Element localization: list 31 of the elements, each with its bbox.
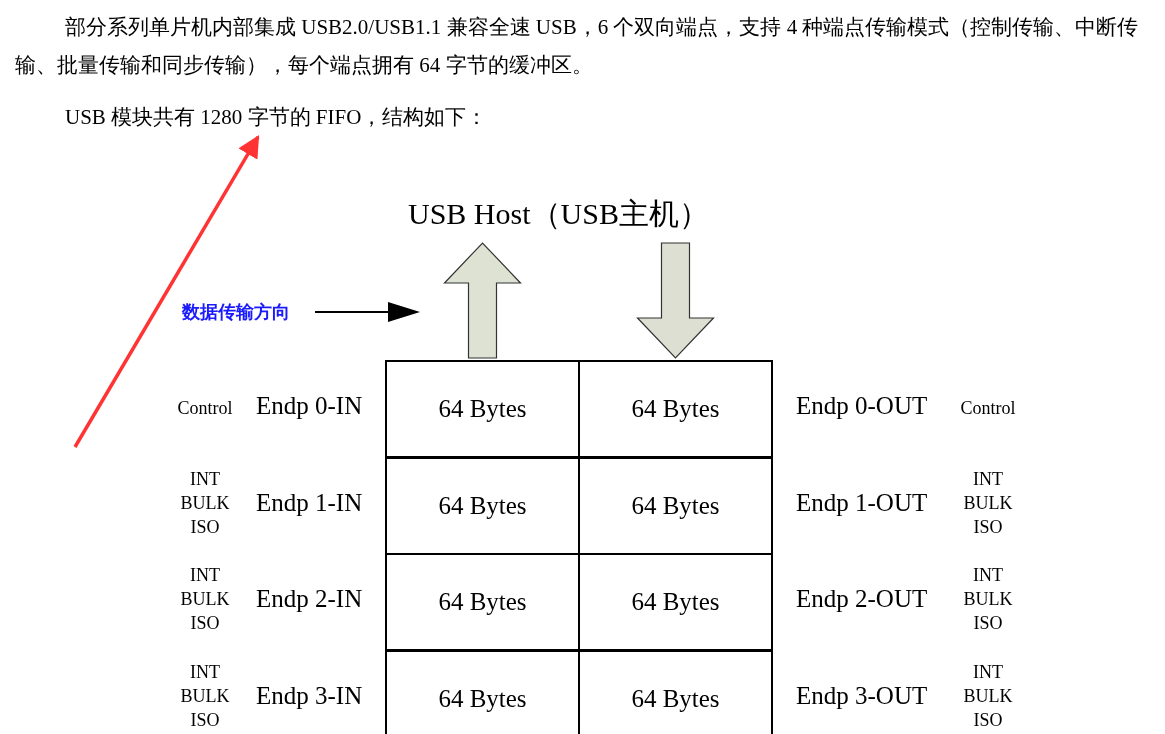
endpoint-type-label: Control [176,397,234,420]
arrow [73,135,260,448]
endpoint-type-list: INT BULK ISO [170,563,240,635]
paragraph: 部分系列单片机内部集成 USB2.0/USB1.1 兼容全速 USB，6 个双向端点，支持 4 种端点传输模式（控制传输、中断传输、批量传输和同步传输），每个端点拥有 64 字节的缓冲区。 [15,14,1140,79]
buffer-cell: 64 Bytes [385,456,580,555]
endpoint-label: Endp 2-IN [256,585,363,613]
buffer-cell: 64 Bytes [578,650,773,734]
endpoint-label: Endp 3-IN [256,682,363,710]
endpoint-label: Endp 1-IN [256,489,363,517]
buffer-cell: 64 Bytes [385,360,580,458]
endpoint-type-list: INT BULK ISO [953,467,1023,539]
host-label: USB Host（USB主机） [408,194,709,235]
endpoint-type-list: INT BULK ISO [953,660,1023,732]
block-arrow [636,242,715,359]
buffer-cell: 64 Bytes [385,650,580,734]
paragraph: USB 模块共有 1280 字节的 FIFO，结构如下： [65,103,488,131]
buffer-cell: 64 Bytes [578,553,773,652]
endpoint-label: Endp 2-OUT [796,585,928,613]
endpoint-label: Endp 1-OUT [796,489,928,517]
endpoint-label: Endp 0-IN [256,392,363,420]
endpoint-label: Endp 0-OUT [796,392,928,420]
endpoint-type-label: Control [959,397,1017,420]
endpoint-label: Endp 3-OUT [796,682,928,710]
endpoint-type-list: INT BULK ISO [170,467,240,539]
direction-label: 数据传输方向 [182,300,290,324]
endpoint-type-list: INT BULK ISO [953,563,1023,635]
buffer-cell: 64 Bytes [385,553,580,652]
buffer-cell: 64 Bytes [578,360,773,458]
endpoint-type-list: INT BULK ISO [170,660,240,732]
block-arrow [443,242,522,359]
buffer-cell: 64 Bytes [578,456,773,555]
